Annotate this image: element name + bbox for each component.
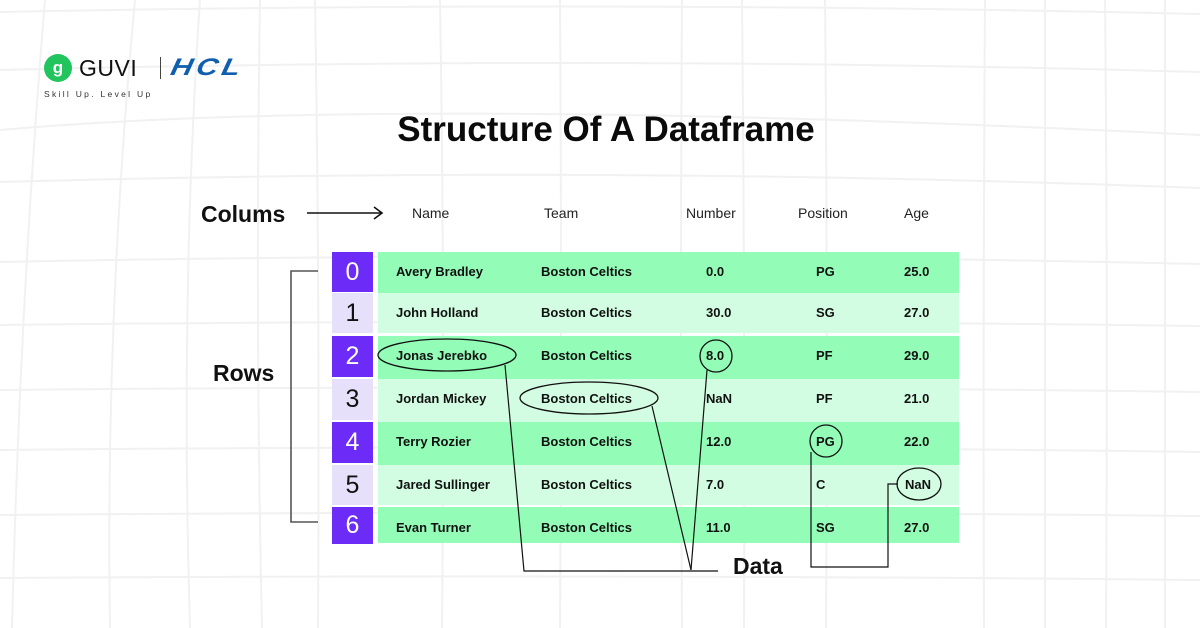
cell-age: 29.0 <box>904 348 930 363</box>
row-index: 3 <box>332 379 373 420</box>
guvi-wordmark: GUVI <box>79 55 138 81</box>
cell-team: Boston Celtics <box>541 391 633 406</box>
cell-number: 8.0 <box>706 348 725 363</box>
column-header-team: Team <box>544 205 579 221</box>
row-index: 2 <box>332 336 373 377</box>
cell-name: Evan Turner <box>396 520 471 535</box>
cell-number: 11.0 <box>706 520 731 535</box>
row-index: 5 <box>332 465 373 505</box>
cell-team: Boston Celtics <box>541 434 633 449</box>
cell-name: Avery Bradley <box>396 264 483 279</box>
cell-age: NaN <box>905 477 932 492</box>
cell-name: Jonas Jerebko <box>396 348 488 363</box>
cell-position: PF <box>816 348 833 363</box>
data-label: Data <box>733 553 783 579</box>
cell-position: C <box>816 477 826 492</box>
cell-age: 27.0 <box>904 305 930 320</box>
cell-position: PF <box>816 391 833 406</box>
row-index: 1 <box>332 293 373 333</box>
cell-number: 7.0 <box>706 477 725 492</box>
brand-tagline: Skill Up. Level Up <box>44 89 153 99</box>
rows-label: Rows <box>213 360 275 386</box>
cell-name: Jordan Mickey <box>396 391 487 406</box>
cell-team: Boston Celtics <box>541 305 633 320</box>
cell-position: SG <box>816 520 835 535</box>
cell-age: 22.0 <box>904 434 930 449</box>
logo-divider <box>160 57 161 79</box>
cell-team: Boston Celtics <box>541 348 633 363</box>
cell-team: Boston Celtics <box>541 477 633 492</box>
hcl-wordmark: HCL <box>168 54 247 81</box>
cell-team: Boston Celtics <box>541 520 633 535</box>
guvi-logo-icon: g <box>44 54 72 82</box>
column-header-number: Number <box>686 205 736 221</box>
columns-label: Colums <box>201 201 286 227</box>
cell-position: PG <box>816 264 835 279</box>
cell-team: Boston Celtics <box>541 264 633 279</box>
column-header-name: Name <box>412 205 450 221</box>
cell-age: 25.0 <box>904 264 930 279</box>
cell-number: 30.0 <box>706 305 732 320</box>
table-row <box>378 252 959 293</box>
column-header-position: Position <box>798 205 848 221</box>
cell-name: Jared Sullinger <box>396 477 490 492</box>
row-index: 6 <box>332 507 373 544</box>
cell-position: PG <box>816 434 835 449</box>
cell-name: Terry Rozier <box>396 434 471 449</box>
cell-age: 27.0 <box>904 520 930 535</box>
column-header-age: Age <box>904 205 929 221</box>
cell-age: 21.0 <box>904 391 930 406</box>
cell-number: 0.0 <box>706 264 725 279</box>
table-row <box>378 293 959 333</box>
cell-position: SG <box>816 305 835 320</box>
row-index: 4 <box>332 422 373 463</box>
cell-number: 12.0 <box>706 434 732 449</box>
page-title: Structure Of A Dataframe <box>397 110 815 149</box>
row-index: 0 <box>332 252 373 292</box>
cell-name: John Holland <box>396 305 479 320</box>
cell-number: NaN <box>706 391 733 406</box>
